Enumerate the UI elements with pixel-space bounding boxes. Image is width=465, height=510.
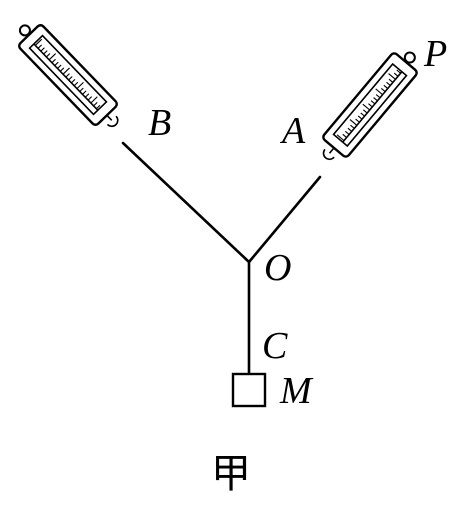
- scale-tick: [46, 53, 51, 58]
- scale-tick: [76, 81, 84, 89]
- string-oa: [247, 175, 322, 264]
- scale-tick: [362, 103, 371, 111]
- scale-tick: [65, 73, 70, 78]
- scale-tick: [57, 64, 62, 69]
- scale-tick: [368, 103, 373, 108]
- scale-tick: [388, 73, 396, 80]
- scale-tick: [375, 88, 383, 96]
- scale-tick: [360, 112, 365, 117]
- scale-tick: [90, 96, 98, 104]
- label-m: M: [279, 370, 314, 412]
- spring-balance-b: [18, 24, 119, 128]
- label-a: A: [279, 110, 306, 152]
- scale-tick: [96, 104, 101, 110]
- scale-tick: [342, 133, 347, 138]
- scale-tick: [349, 119, 358, 126]
- scale-tick: [48, 53, 57, 61]
- scale-tick: [375, 94, 381, 99]
- scale-tick: [87, 96, 93, 101]
- scale-tick: [388, 78, 394, 83]
- scale-tick: [370, 100, 376, 105]
- scale-tick: [93, 101, 98, 107]
- scale-tick: [347, 127, 353, 132]
- scale-tick: [40, 47, 45, 52]
- scale-tick: [362, 109, 368, 114]
- scale-tick: [43, 50, 48, 55]
- scale-tick: [336, 134, 345, 142]
- scale-tick: [383, 84, 389, 89]
- scale-tick: [34, 38, 43, 46]
- scale-tick: [393, 72, 399, 77]
- label-p: P: [423, 33, 447, 75]
- scale-tick: [59, 67, 65, 72]
- scale-tick: [54, 61, 59, 66]
- label-b: B: [148, 102, 171, 144]
- scale-tick: [51, 58, 56, 64]
- scale-tick: [68, 76, 73, 81]
- string-ob: [121, 141, 251, 264]
- weight-m: [231, 372, 267, 408]
- label-o: O: [264, 247, 291, 289]
- scale-tick: [84, 93, 90, 98]
- scale-tick: [82, 90, 87, 95]
- scale-tick: [380, 87, 386, 93]
- scale-tick: [396, 69, 401, 74]
- spring-balance-a: [322, 51, 418, 161]
- scale-tick: [386, 81, 391, 86]
- scale-tick: [373, 97, 378, 102]
- scale-tick: [79, 87, 84, 92]
- scale-tick: [350, 124, 355, 129]
- scale-tick: [344, 130, 350, 135]
- scale-tick: [37, 44, 43, 49]
- scale-tick: [73, 81, 79, 87]
- label-c: C: [262, 325, 288, 367]
- scale-tick: [71, 78, 76, 84]
- scale-tick: [62, 67, 70, 75]
- scale-tick: [355, 118, 360, 123]
- figure-caption: 甲: [211, 451, 251, 497]
- scale-tick: [357, 115, 363, 120]
